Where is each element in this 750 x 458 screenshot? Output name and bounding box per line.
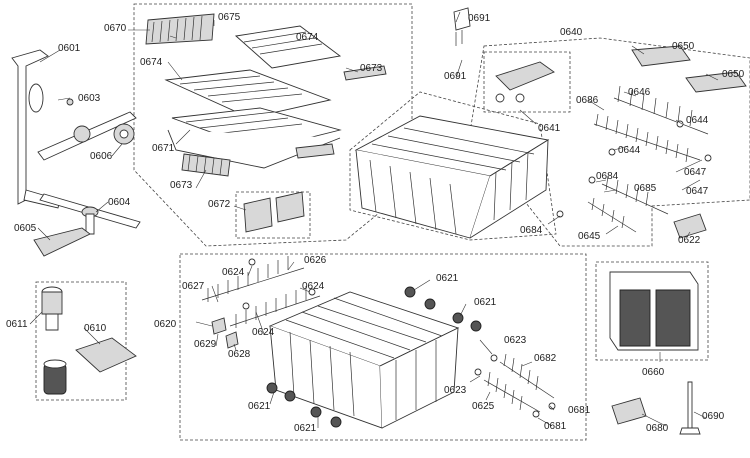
part-label-0606: 0606 bbox=[90, 151, 113, 162]
part-label-0650-right: 0650 bbox=[722, 69, 745, 80]
small-tine-rows-part bbox=[474, 353, 556, 418]
part-label-0650-top: 0650 bbox=[672, 41, 695, 52]
part-label-0610: 0610 bbox=[84, 323, 107, 334]
upper-basket-part bbox=[354, 115, 550, 239]
part-label-0621-top: 0621 bbox=[436, 273, 459, 284]
upper-spray-arm-part bbox=[37, 98, 137, 161]
part-label-0647-bottom: 0647 bbox=[686, 186, 709, 197]
part-label-0622: 0622 bbox=[678, 235, 701, 246]
lower-tine-row-part bbox=[201, 256, 321, 349]
part-label-0645: 0645 bbox=[578, 231, 601, 242]
lower-basket-part bbox=[268, 291, 460, 429]
part-label-0644-right: 0644 bbox=[686, 115, 709, 126]
part-label-0673-right: 0673 bbox=[360, 63, 383, 74]
part-label-0624-mid: 0624 bbox=[252, 327, 275, 338]
group-frame-upper-basket bbox=[349, 91, 557, 241]
part-label-0621-right: 0621 bbox=[474, 297, 497, 308]
part-label-0624-top: 0624 bbox=[222, 267, 245, 278]
spray-cover-part bbox=[33, 227, 91, 257]
part-label-0686: 0686 bbox=[576, 95, 599, 106]
part-label-0623-top: 0623 bbox=[504, 335, 527, 346]
group-frame-0620 bbox=[179, 253, 587, 441]
part-label-0605: 0605 bbox=[14, 223, 37, 234]
part-label-0691-top: 0691 bbox=[468, 13, 491, 24]
leader-lines bbox=[29, 11, 719, 428]
part-label-0684-top: 0684 bbox=[596, 171, 619, 182]
part-label-0611: 0611 bbox=[6, 319, 28, 330]
bottom-right-parts bbox=[611, 381, 701, 435]
part-label-0621-bottom: 0621 bbox=[294, 423, 317, 434]
group-frame-0611 bbox=[35, 281, 127, 401]
part-label-0670: 0670 bbox=[104, 23, 127, 34]
rail-part bbox=[495, 61, 555, 103]
group-frame-0672 bbox=[235, 191, 311, 239]
upper-rack-assembly-part bbox=[145, 13, 387, 177]
part-label-0671: 0671 bbox=[152, 143, 175, 154]
cutlery-basket-part bbox=[609, 271, 699, 351]
part-label-0623-bottom: 0623 bbox=[444, 385, 467, 396]
part-label-0685: 0685 bbox=[634, 183, 657, 194]
part-label-0629: 0629 bbox=[194, 339, 217, 350]
spray-pipe-part bbox=[11, 49, 61, 209]
filter-mesh-part bbox=[43, 359, 67, 395]
part-label-0625: 0625 bbox=[472, 401, 495, 412]
part-label-0604: 0604 bbox=[108, 197, 131, 208]
part-label-0627: 0627 bbox=[182, 281, 205, 292]
part-label-0626: 0626 bbox=[304, 255, 327, 266]
part-label-0691-bottom: 0691 bbox=[444, 71, 467, 82]
part-label-0672: 0672 bbox=[208, 199, 231, 210]
wheel-set-part bbox=[266, 286, 482, 428]
part-label-0641: 0641 bbox=[538, 123, 561, 134]
part-label-0628: 0628 bbox=[228, 349, 251, 360]
part-label-0646: 0646 bbox=[628, 87, 651, 98]
part-label-0624-right: 0624 bbox=[302, 281, 325, 292]
clip-set-part bbox=[243, 191, 305, 233]
part-label-0675: 0675 bbox=[218, 12, 241, 23]
part-label-0674-left: 0674 bbox=[140, 57, 163, 68]
tine-rows-part bbox=[556, 85, 712, 233]
part-label-0681-right: 0681 bbox=[568, 405, 591, 416]
part-label-0621-left: 0621 bbox=[248, 401, 271, 412]
part-label-0690: 0690 bbox=[702, 411, 725, 422]
part-label-0682: 0682 bbox=[534, 353, 557, 364]
filter-cylinder-part bbox=[41, 286, 63, 331]
part-label-0620: 0620 bbox=[154, 319, 177, 330]
part-label-0681-bottom: 0681 bbox=[544, 421, 567, 432]
small-clip-part bbox=[453, 7, 471, 46]
part-label-0674-top: 0674 bbox=[296, 32, 319, 43]
part-label-0644-left: 0644 bbox=[618, 145, 641, 156]
lower-spray-arm-part bbox=[39, 193, 141, 235]
group-frame-0641 bbox=[483, 51, 571, 113]
tine-tray-part bbox=[631, 45, 747, 93]
part-label-0673-bottom: 0673 bbox=[170, 180, 193, 191]
group-frame-0660 bbox=[595, 261, 709, 361]
part-label-0603: 0603 bbox=[78, 93, 101, 104]
group-frame-0670 bbox=[133, 3, 413, 247]
handle-part bbox=[673, 213, 707, 239]
filter-disk-part bbox=[113, 123, 135, 145]
part-label-0660: 0660 bbox=[642, 367, 665, 378]
part-label-0601: 0601 bbox=[58, 43, 81, 54]
part-label-0647-top: 0647 bbox=[684, 167, 707, 178]
part-label-0640: 0640 bbox=[560, 27, 583, 38]
filter-plate-part bbox=[75, 337, 137, 373]
part-label-0684-bottom: 0684 bbox=[520, 225, 543, 236]
part-label-0680: 0680 bbox=[646, 423, 669, 434]
